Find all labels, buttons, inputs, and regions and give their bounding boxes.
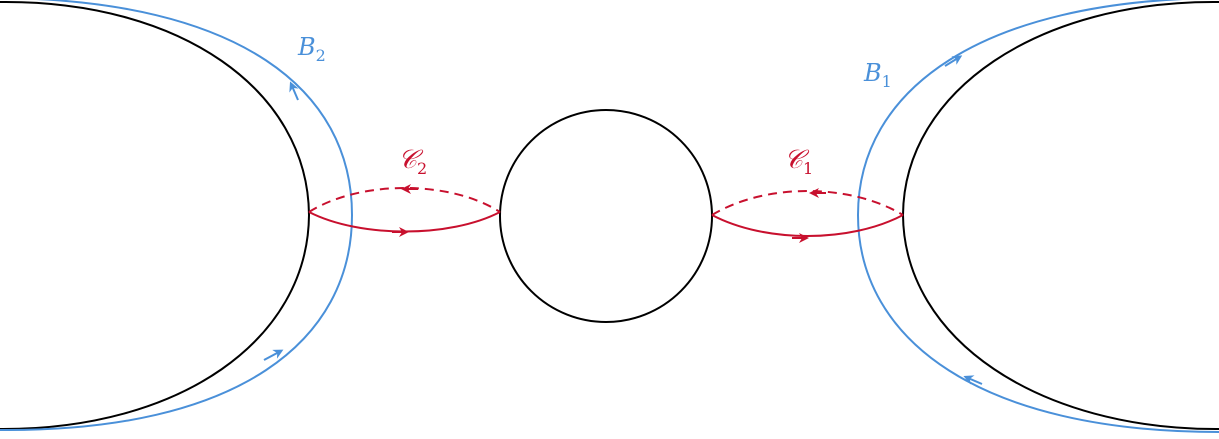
label-c1-sub: 1 xyxy=(803,159,813,178)
label-b1: B1 xyxy=(863,59,892,91)
b2-cycle-path xyxy=(0,0,354,432)
right-boundary-curve xyxy=(901,0,1219,431)
b2-arrow-upper xyxy=(289,81,299,101)
label-c2: 𝒞2 xyxy=(398,145,427,178)
center-circle xyxy=(499,109,713,323)
b1-arrow-upper xyxy=(944,55,963,67)
left-boundary-curve xyxy=(0,0,311,431)
label-c1: 𝒞1 xyxy=(784,145,813,178)
b1-arrow-lower xyxy=(963,375,983,385)
c2-back-arc xyxy=(308,187,501,213)
label-b1-sub: 1 xyxy=(882,72,892,91)
label-b2: B2 xyxy=(297,33,326,65)
label-b1-main: B xyxy=(863,59,882,87)
b1-cycle-path xyxy=(856,0,1219,433)
c2-front-arc xyxy=(308,211,501,233)
c1-front-arc xyxy=(711,214,904,237)
b2-arrow-lower xyxy=(263,349,284,361)
c1-back-arc xyxy=(711,190,904,216)
label-c2-sub: 2 xyxy=(417,159,427,178)
label-b2-main: B xyxy=(297,33,316,61)
label-b2-sub: 2 xyxy=(316,46,326,65)
